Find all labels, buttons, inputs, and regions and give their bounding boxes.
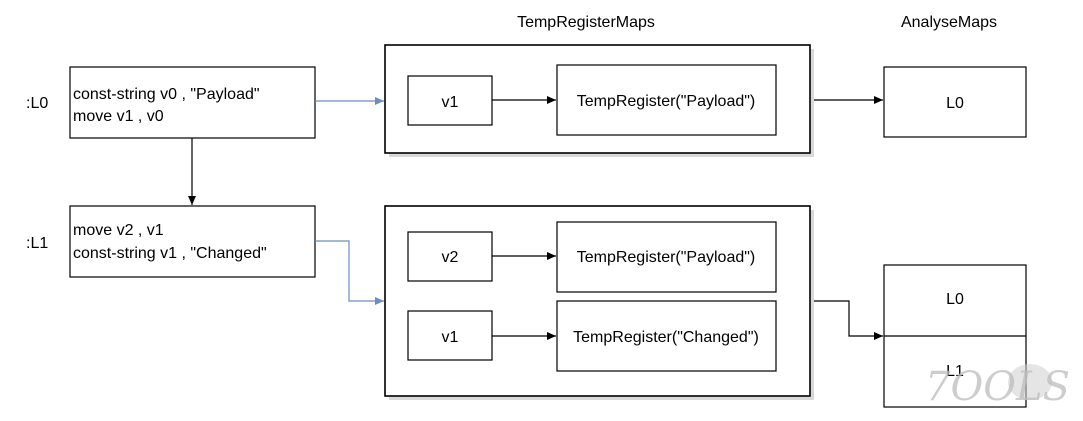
arrow-code-l1-to-temp-map <box>315 240 384 305</box>
code-block-l1: move v2 , v1 const-string v1 , "Changed" <box>69 205 316 278</box>
temp-map-l0-reg: v1 <box>442 94 459 111</box>
temp-map-l1: v2 TempRegister("Payload") v1 TempRegist… <box>384 205 814 400</box>
label-l1: :L1 <box>26 235 48 252</box>
watermark-logo: 7OOLS <box>925 364 1070 410</box>
temp-map-l1-reg-box-1 <box>407 231 493 282</box>
code-l1-line2: const-string v1 , "Changed" <box>73 245 267 262</box>
arrow-temp-map-l1-to-analyse <box>814 300 883 340</box>
code-l0-line1: const-string v0 , "Payload" <box>73 86 260 103</box>
temp-map-l1-reg-2: v1 <box>442 329 459 346</box>
temp-map-l1-value-1: TempRegister("Payload") <box>577 249 756 266</box>
header-analyse-maps: AnalyseMaps <box>901 14 997 31</box>
analyse-map-bottom: L0 L1 <box>883 264 1027 408</box>
temp-map-l0: v1 TempRegister("Payload") <box>384 44 814 157</box>
temp-map-l1-value-box-1 <box>556 221 777 293</box>
temp-map-l1-value-box-2 <box>556 300 777 372</box>
temp-map-l1-reg-1: v2 <box>442 249 459 266</box>
temp-map-l1-value-2: TempRegister("Changed") <box>573 329 759 346</box>
code-l1-line1: move v2 , v1 <box>73 222 164 239</box>
analyse-map-top: L0 <box>883 66 1027 138</box>
temp-map-l0-value: TempRegister("Payload") <box>577 93 756 110</box>
analyse-map-bottom-lower-label: L1 <box>946 363 964 380</box>
temp-map-l1-reg-box-2 <box>407 310 493 361</box>
header-temp-register-maps: TempRegisterMaps <box>517 14 655 31</box>
label-l0: :L0 <box>26 95 48 112</box>
analyse-map-bottom-upper-label: L0 <box>946 291 964 308</box>
code-l0-line2: move v1 , v0 <box>73 108 164 125</box>
temp-map-l0-value-box <box>556 64 777 136</box>
temp-map-l0-reg-box <box>407 75 493 126</box>
code-block-l0: const-string v0 , "Payload" move v1 , v0 <box>69 66 316 139</box>
svg-text:7OOLS: 7OOLS <box>925 364 1070 410</box>
analyse-map-top-label: L0 <box>946 95 964 112</box>
